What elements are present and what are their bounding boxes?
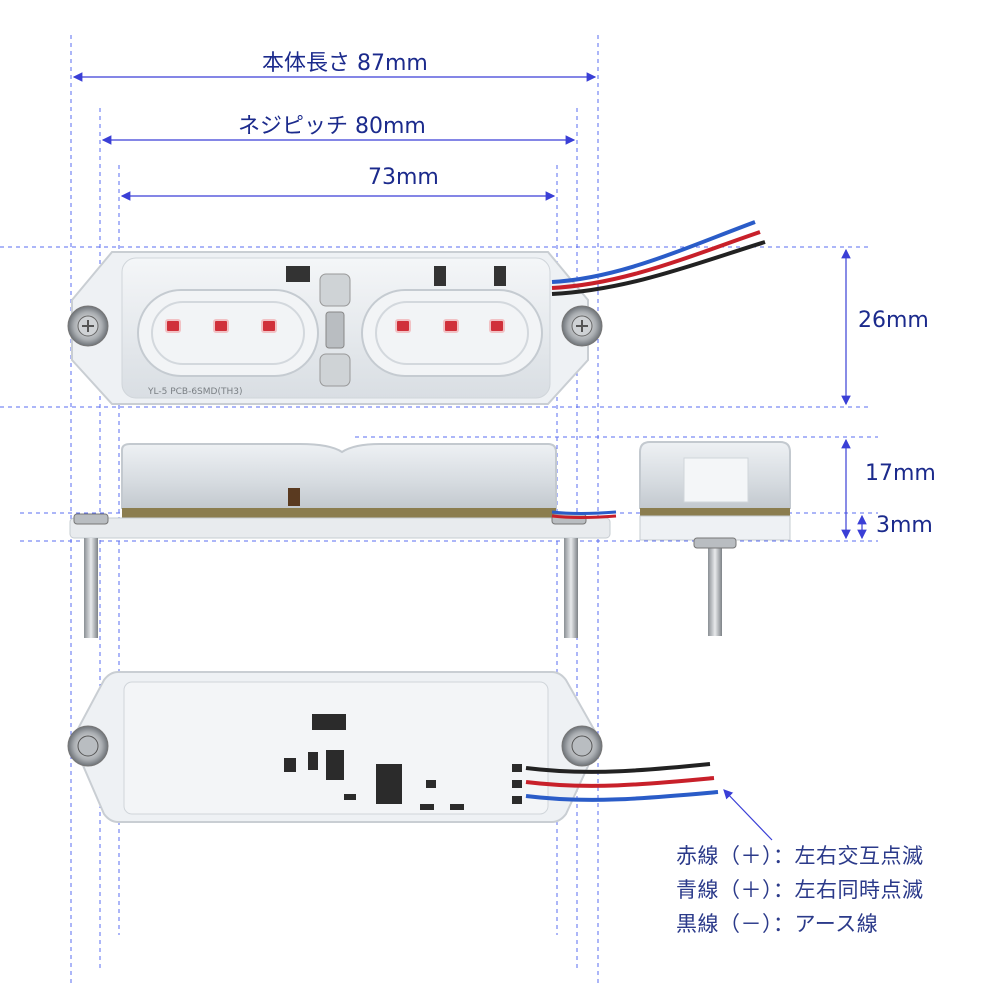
bottom-components: [284, 714, 522, 810]
wire-leader-arrow: [723, 789, 773, 841]
width-label: 26mm: [858, 308, 929, 333]
wire-note-blue: 青線（＋）：左右同時点滅: [676, 878, 924, 902]
side-view-product: [69, 443, 617, 638]
screw-pitch-label: ネジピッチ 80mm: [238, 114, 426, 139]
body-length-label: 本体長さ 87mm: [262, 51, 428, 76]
bottom-view-product: [67, 671, 719, 823]
bottom-left-nut: [67, 725, 109, 767]
base-thickness-label: 3mm: [876, 513, 933, 538]
led-chips: [165, 319, 505, 333]
wire-note-red: 赤線（＋）：左右交互点滅: [676, 844, 924, 868]
dimension-arrows: [72, 72, 867, 540]
end-view-product: [639, 441, 791, 636]
inner-length-label: 73mm: [368, 165, 439, 190]
wire-note-black: 黒線（－）：アース線: [676, 912, 879, 936]
bottom-right-nut: [561, 725, 603, 767]
pcb-silkscreen: YL-5 PCB-6SMD(TH3): [147, 387, 242, 397]
height-label: 17mm: [865, 461, 936, 486]
top-left-screw: [67, 305, 109, 347]
top-view-product: YL-5 PCB-6SMD(TH3): [67, 220, 766, 405]
top-right-screw: [561, 305, 603, 347]
